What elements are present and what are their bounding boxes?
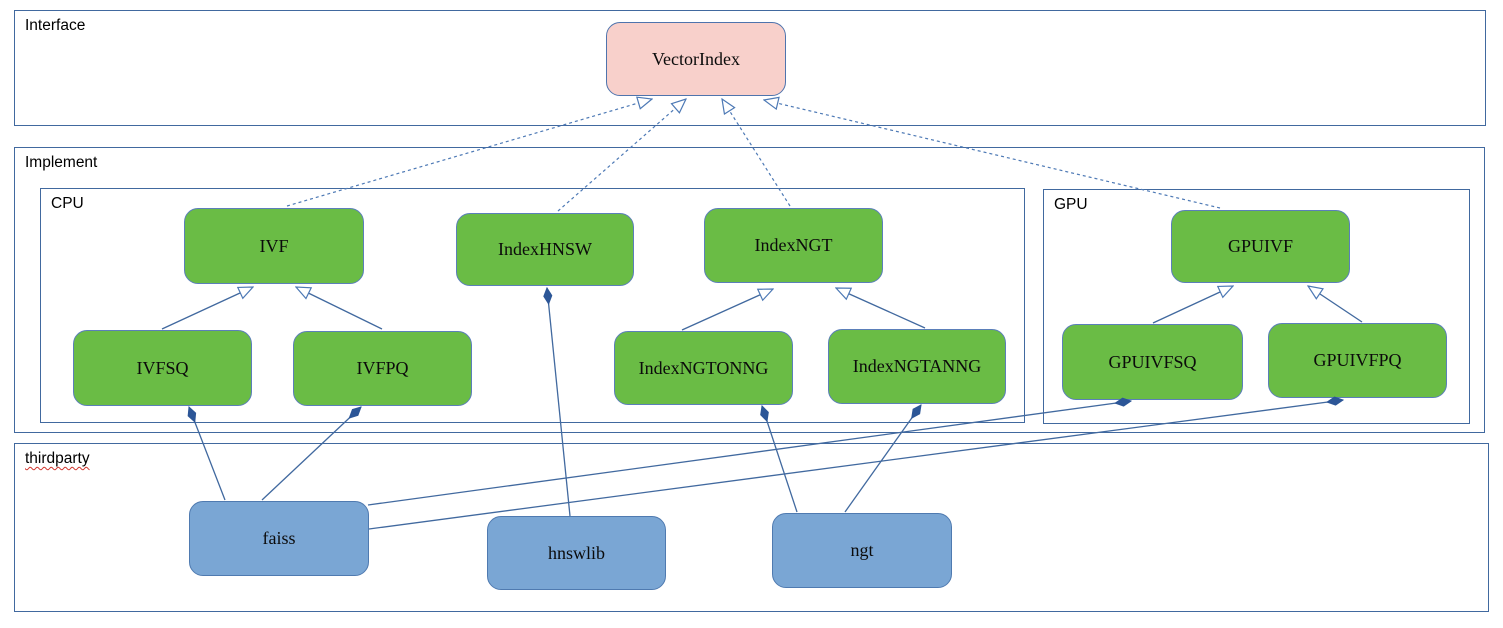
- node-indexngtanng[interactable]: IndexNGTANNG: [828, 329, 1006, 404]
- node-gpuivfpq-label: GPUIVFPQ: [1313, 350, 1402, 370]
- node-indexhnsw[interactable]: IndexHNSW: [456, 213, 634, 286]
- node-ivfsq[interactable]: IVFSQ: [73, 330, 252, 406]
- node-gpuivf-label: GPUIVF: [1227, 236, 1293, 256]
- container-implement-label: Implement: [25, 154, 98, 171]
- container-thirdparty-label: thirdparty: [25, 450, 90, 467]
- node-ivf[interactable]: IVF: [184, 208, 364, 284]
- node-gpuivfsq-label: GPUIVFSQ: [1108, 351, 1197, 372]
- node-ivfpq-label: IVFPQ: [356, 358, 409, 378]
- node-indexhnsw-label: IndexHNSW: [498, 239, 592, 259]
- node-indexngtonng-label: IndexNGTONNG: [638, 357, 769, 378]
- node-ngt-label: ngt: [850, 540, 874, 560]
- node-indexngtanng-label: IndexNGTANNG: [852, 356, 982, 376]
- node-ivfpq[interactable]: IVFPQ: [293, 331, 472, 406]
- container-interface-label: Interface: [25, 17, 86, 34]
- node-hnswlib-label: hnswlib: [547, 542, 605, 563]
- node-vectorindex-label: VectorIndex: [652, 48, 740, 69]
- node-ivfsq-label: IVFSQ: [136, 357, 189, 378]
- node-vectorindex[interactable]: VectorIndex: [606, 22, 786, 96]
- container-gpu-label: GPU: [1054, 196, 1088, 213]
- node-gpuivf[interactable]: GPUIVF: [1171, 210, 1350, 283]
- node-gpuivfsq[interactable]: GPUIVFSQ: [1062, 324, 1243, 400]
- node-ivf-label: IVF: [259, 235, 289, 256]
- node-indexngtonng[interactable]: IndexNGTONNG: [614, 331, 793, 405]
- node-faiss[interactable]: faiss: [189, 501, 369, 576]
- node-hnswlib[interactable]: hnswlib: [487, 516, 666, 590]
- node-indexngt[interactable]: IndexNGT: [704, 208, 883, 283]
- node-indexngt-label: IndexNGT: [754, 235, 833, 255]
- node-faiss-label: faiss: [262, 528, 296, 548]
- node-ngt[interactable]: ngt: [772, 513, 952, 588]
- node-gpuivfpq[interactable]: GPUIVFPQ: [1268, 323, 1447, 398]
- container-cpu-label: CPU: [51, 195, 84, 212]
